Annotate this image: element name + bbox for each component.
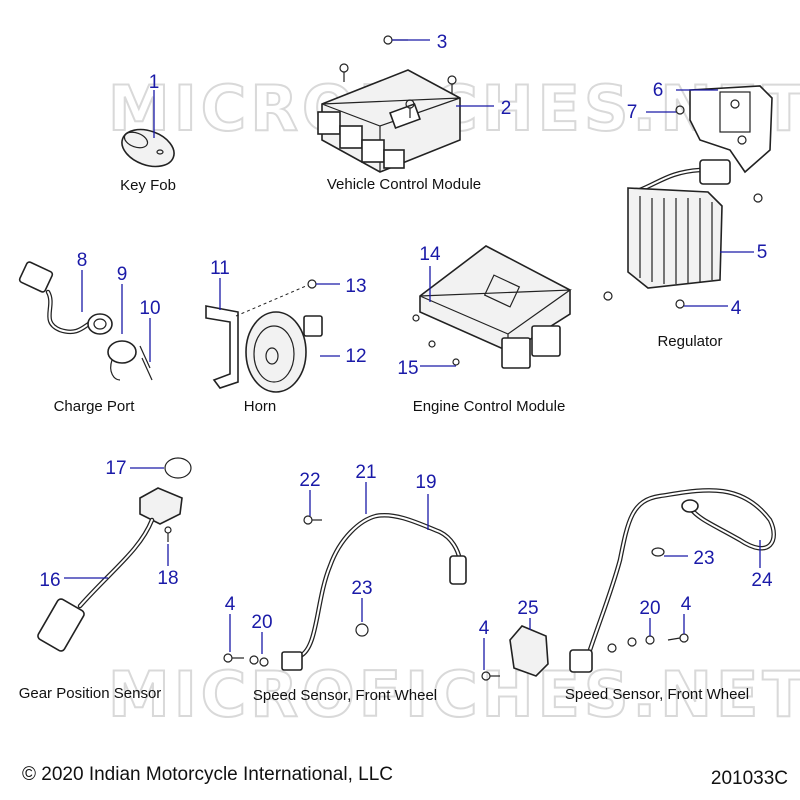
- caption-vehicle-control-module: Vehicle Control Module: [327, 176, 481, 193]
- callout-8: 8: [77, 250, 88, 271]
- callout-4-speed-center: 4: [479, 618, 490, 639]
- caption-speed-sensor-left: Speed Sensor, Front Wheel: [253, 687, 437, 704]
- callout-numbers: 1 2 3 4 5 6 7 8 9 10 11 12 13 14 15 16 1…: [39, 32, 773, 639]
- horn-drawing: [205, 279, 323, 393]
- callout-20-right: 20: [639, 598, 660, 619]
- caption-horn: Horn: [244, 398, 277, 415]
- caption-regulator: Regulator: [657, 333, 722, 350]
- callout-12: 12: [345, 346, 366, 367]
- callout-20-left: 20: [251, 612, 272, 633]
- speed-sensor-right-drawing: [481, 488, 776, 681]
- charge-port-drawing: [18, 261, 153, 381]
- callout-9: 9: [117, 264, 128, 285]
- callout-25: 25: [517, 598, 538, 619]
- callout-13: 13: [345, 276, 366, 297]
- callout-24: 24: [751, 570, 773, 591]
- caption-charge-port: Charge Port: [54, 398, 136, 415]
- copyright-text: © 2020 Indian Motorcycle International, …: [22, 764, 393, 785]
- callout-16: 16: [39, 570, 60, 591]
- callout-5: 5: [757, 242, 768, 263]
- callout-14: 14: [419, 244, 441, 265]
- leader-lines: [64, 39, 761, 670]
- caption-gear-position-sensor: Gear Position Sensor: [19, 685, 162, 702]
- callout-1: 1: [149, 72, 160, 93]
- caption-speed-sensor-right: Speed Sensor, Front Wheel: [565, 686, 749, 703]
- callout-7: 7: [627, 102, 638, 123]
- callout-22: 22: [299, 470, 320, 491]
- ecm-drawing: [412, 245, 572, 369]
- diagram-id: 201033C: [711, 768, 788, 789]
- callout-19: 19: [415, 472, 436, 493]
- callout-4-speed-right: 4: [681, 594, 692, 615]
- regulator-drawing: [603, 85, 773, 309]
- callout-23-right: 23: [693, 548, 714, 569]
- callout-10: 10: [139, 298, 160, 319]
- captions: Key Fob Vehicle Control Module Regulator…: [19, 176, 749, 704]
- vcm-drawing: [317, 35, 461, 173]
- callout-15: 15: [397, 358, 418, 379]
- gear-position-sensor-drawing: [37, 457, 192, 652]
- callout-4-regulator: 4: [731, 298, 742, 319]
- callout-11: 11: [210, 258, 230, 279]
- callout-3: 3: [437, 32, 448, 53]
- callout-18: 18: [157, 568, 178, 589]
- callout-21: 21: [355, 462, 376, 483]
- callout-6: 6: [653, 80, 664, 101]
- callout-23-left: 23: [351, 578, 372, 599]
- callout-2: 2: [501, 98, 512, 119]
- caption-key-fob: Key Fob: [120, 177, 176, 194]
- watermark-bottom: MICROFICHES.NET: [108, 658, 800, 731]
- speed-sensor-left-drawing: [223, 512, 467, 671]
- caption-engine-control-module: Engine Control Module: [413, 398, 566, 415]
- callout-4-speed-left: 4: [225, 594, 236, 615]
- callout-17: 17: [105, 458, 126, 479]
